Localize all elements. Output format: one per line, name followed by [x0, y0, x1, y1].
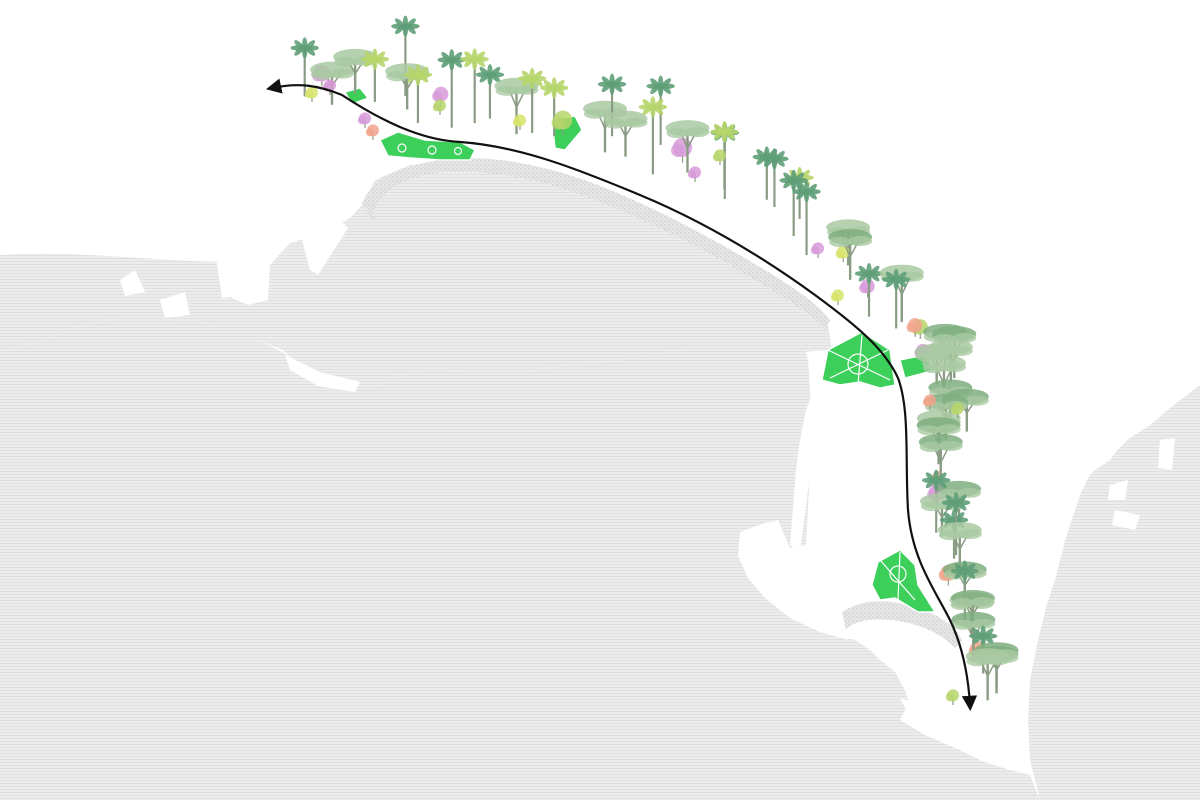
- sea-area: [0, 160, 1200, 800]
- palm-tree: [290, 37, 319, 97]
- umbrella-pine-tree: [937, 522, 982, 573]
- flowering-shrub: [950, 402, 964, 418]
- garden-paths: [397, 143, 916, 601]
- umbrella-pine-tree: [928, 339, 973, 383]
- palm-tree: [460, 48, 489, 124]
- palm-tree: [517, 67, 547, 133]
- garden-south-parterre: [871, 549, 937, 613]
- flowering-shrub: [671, 137, 693, 163]
- flowering-shrub: [357, 112, 371, 128]
- palm-tree: [646, 75, 675, 145]
- flowering-shrub: [712, 149, 726, 165]
- flowering-shrub: [810, 242, 824, 258]
- palm-tree: [760, 148, 789, 207]
- flowering-shrub: [432, 99, 446, 115]
- umbrella-pine-tree: [828, 229, 873, 280]
- flowering-shrub: [830, 289, 844, 305]
- flowering-shrub: [551, 110, 573, 136]
- palm-tree: [539, 77, 569, 137]
- umbrella-pine-tree: [950, 589, 995, 631]
- umbrella-pine-tree: [665, 120, 710, 173]
- palm-tree: [360, 48, 390, 102]
- palm-tree: [475, 64, 505, 119]
- garden-west-small: [343, 87, 370, 105]
- palm-tree: [437, 49, 466, 128]
- flowering-shrub: [945, 689, 959, 705]
- flowering-shrub: [512, 114, 526, 130]
- palm-tree: [403, 64, 433, 123]
- umbrella-pine-tree: [965, 648, 1010, 701]
- umbrella-pine-tree: [918, 433, 963, 488]
- palm-tree: [638, 96, 668, 175]
- flowering-shrub: [922, 394, 936, 410]
- palm-tree: [779, 169, 808, 236]
- sand-beach: [362, 158, 962, 648]
- palm-tree: [597, 73, 627, 137]
- palm-tree: [881, 268, 911, 329]
- coastal-land: [120, 138, 1200, 772]
- palm-tree: [710, 121, 739, 190]
- umbrella-pine-tree: [603, 110, 648, 157]
- palm-tree: [792, 181, 821, 256]
- flowering-shrub: [687, 166, 701, 182]
- walking-route: [265, 78, 978, 712]
- palm-tree: [391, 15, 420, 97]
- flowering-shrub: [859, 278, 875, 298]
- flowering-shrub: [365, 124, 379, 140]
- tree-planting: [290, 15, 1019, 705]
- garden-west-parterre: [379, 131, 476, 161]
- flowering-shrub: [906, 317, 923, 337]
- flowering-shrub: [304, 86, 318, 102]
- palm-tree: [854, 262, 884, 317]
- palm-tree: [941, 492, 971, 556]
